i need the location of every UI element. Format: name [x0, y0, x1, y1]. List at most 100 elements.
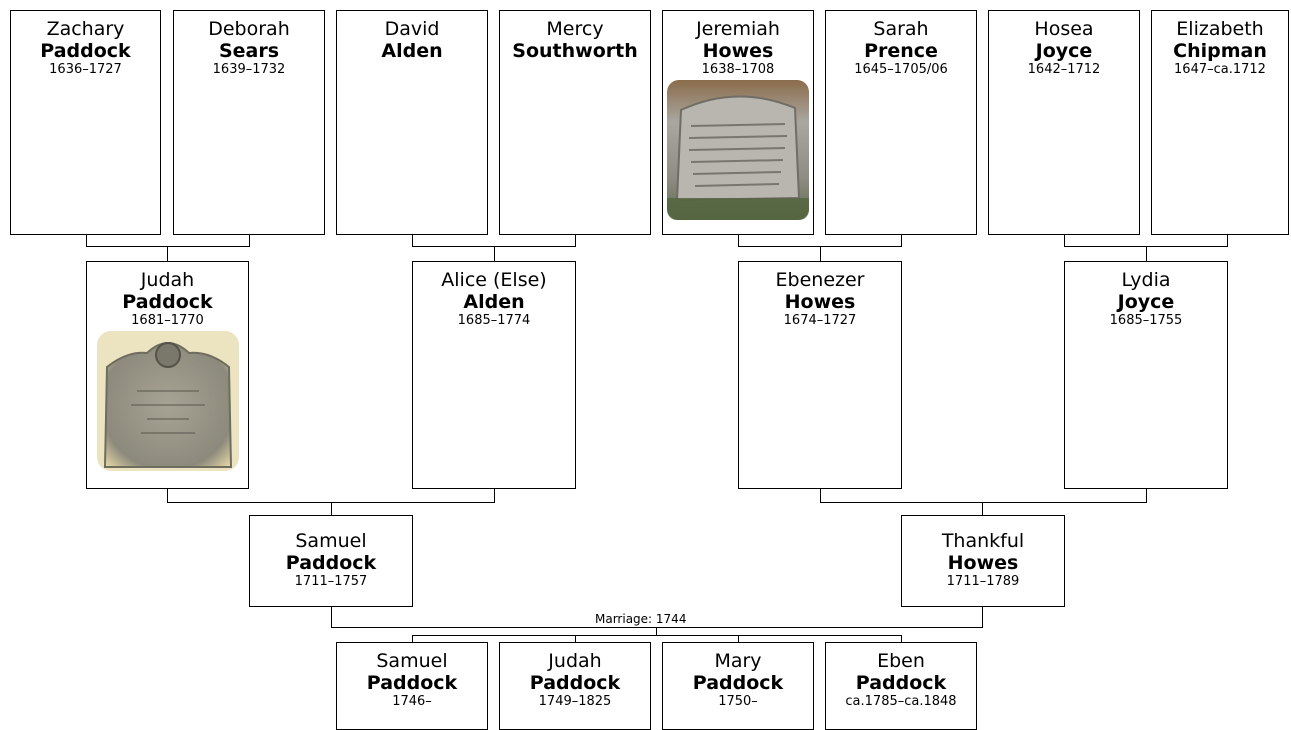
connector-line: [331, 502, 332, 515]
given-name: Alice (Else): [441, 269, 547, 291]
given-name: Elizabeth: [1176, 18, 1264, 40]
connector-line: [331, 606, 332, 627]
marriage-line: [331, 627, 983, 628]
life-dates: 1639–1732: [212, 62, 286, 77]
life-dates: 1674–1727: [783, 313, 857, 328]
given-name: David: [384, 18, 440, 40]
connector-line: [575, 235, 576, 246]
connector-line: [167, 488, 168, 502]
person-box-samuel-paddock-1711[interactable]: Samuel Paddock 1711–1757: [249, 515, 413, 607]
person-box-samuel-paddock-1746[interactable]: Samuel Paddock 1746–: [336, 642, 488, 730]
given-name: Deborah: [208, 18, 290, 40]
surname: Southworth: [512, 40, 638, 62]
person-box-judah-paddock-1749[interactable]: Judah Paddock 1749–1825: [499, 642, 651, 730]
surname: Joyce: [1035, 40, 1093, 62]
life-dates: 1685–1755: [1109, 313, 1183, 328]
connector-line: [494, 488, 495, 502]
life-dates: 1711–1757: [294, 574, 368, 589]
person-box-jeremiah-howes[interactable]: Jeremiah Howes 1638–1708: [662, 10, 814, 235]
given-name: Eben: [877, 650, 925, 672]
surname: Paddock: [855, 672, 947, 694]
person-box-david-alden[interactable]: David Alden: [336, 10, 488, 235]
life-dates: 1711–1789: [946, 574, 1020, 589]
surname: Howes: [947, 552, 1019, 574]
connector-line: [86, 246, 250, 247]
connector-line: [982, 606, 983, 627]
person-box-ebenezer-howes[interactable]: Ebenezer Howes 1674–1727: [738, 261, 902, 489]
person-box-zachary-paddock[interactable]: Zachary Paddock 1636–1727: [10, 10, 161, 235]
given-name: Mary: [714, 650, 762, 672]
connector-line: [901, 235, 902, 246]
connector-line: [901, 635, 902, 642]
gravestone-photo-icon[interactable]: [667, 80, 809, 220]
connector-line: [820, 488, 821, 502]
person-box-mercy-southworth[interactable]: Mercy Southworth: [499, 10, 651, 235]
connector-line: [412, 635, 413, 642]
connector-line: [1146, 488, 1147, 502]
connector-line: [249, 235, 250, 246]
life-dates: 1642–1712: [1027, 62, 1101, 77]
person-box-mary-paddock[interactable]: Mary Paddock 1750–: [662, 642, 814, 730]
given-name: Thankful: [941, 530, 1025, 552]
person-box-hosea-joyce[interactable]: Hosea Joyce 1642–1712: [988, 10, 1140, 235]
connector-line: [575, 635, 576, 642]
given-name: Judah: [548, 650, 602, 672]
surname: Prence: [864, 40, 938, 62]
surname: Howes: [702, 40, 774, 62]
given-name: Hosea: [1034, 18, 1094, 40]
surname: Chipman: [1173, 40, 1267, 62]
connector-line: [412, 235, 413, 246]
person-box-elizabeth-chipman[interactable]: Elizabeth Chipman 1647–ca.1712: [1151, 10, 1289, 235]
life-dates: 1749–1825: [538, 694, 612, 709]
given-name: Lydia: [1121, 269, 1171, 291]
connector-line: [1146, 246, 1147, 261]
person-box-eben-paddock[interactable]: Eben Paddock ca.1785–ca.1848: [825, 642, 977, 730]
connector-line: [656, 627, 657, 635]
person-box-thankful-howes[interactable]: Thankful Howes 1711–1789: [901, 515, 1065, 607]
gravestone-photo-icon[interactable]: [96, 331, 239, 471]
given-name: Samuel: [376, 650, 448, 672]
life-dates: 1636–1727: [49, 62, 122, 77]
given-name: Sarah: [873, 18, 929, 40]
surname: Alden: [463, 291, 525, 313]
connector-line: [1064, 235, 1065, 246]
connector-line: [820, 502, 1147, 503]
connector-line: [982, 502, 983, 515]
marriage-label: Marriage: 1744: [594, 612, 688, 626]
given-name: Mercy: [546, 18, 604, 40]
connector-line: [820, 246, 821, 261]
life-dates: 1681–1770: [131, 313, 204, 328]
surname: Paddock: [122, 291, 213, 313]
person-box-sarah-prence[interactable]: Sarah Prence 1645–1705/06: [825, 10, 977, 235]
surname: Paddock: [40, 40, 131, 62]
given-name: Zachary: [46, 18, 125, 40]
connector-line: [494, 246, 495, 261]
life-dates: ca.1785–ca.1848: [845, 694, 957, 709]
person-box-judah-paddock-1681[interactable]: Judah Paddock 1681–1770: [86, 261, 249, 489]
person-box-lydia-joyce[interactable]: Lydia Joyce 1685–1755: [1064, 261, 1228, 489]
connector-line: [86, 235, 87, 246]
person-box-deborah-sears[interactable]: Deborah Sears 1639–1732: [173, 10, 325, 235]
surname: Howes: [784, 291, 856, 313]
given-name: Ebenezer: [775, 269, 865, 291]
surname: Joyce: [1117, 291, 1175, 313]
connector-line: [167, 246, 168, 261]
given-name: Jeremiah: [696, 18, 780, 40]
life-dates: 1647–ca.1712: [1174, 62, 1266, 77]
connector-line: [738, 235, 739, 246]
surname: Paddock: [529, 672, 621, 694]
surname: Paddock: [692, 672, 784, 694]
connector-line: [412, 635, 902, 636]
surname: Paddock: [285, 552, 377, 574]
life-dates: 1645–1705/06: [854, 62, 948, 77]
connector-line: [1227, 235, 1228, 246]
connector-line: [738, 635, 739, 642]
person-box-alice-alden[interactable]: Alice (Else) Alden 1685–1774: [412, 261, 576, 489]
given-name: Samuel: [295, 530, 367, 552]
life-dates: 1685–1774: [457, 313, 531, 328]
surname: Paddock: [366, 672, 458, 694]
life-dates: 1638–1708: [701, 62, 775, 77]
surname: Alden: [381, 40, 443, 62]
life-dates: 1746–: [392, 694, 432, 709]
surname: Sears: [218, 40, 280, 62]
